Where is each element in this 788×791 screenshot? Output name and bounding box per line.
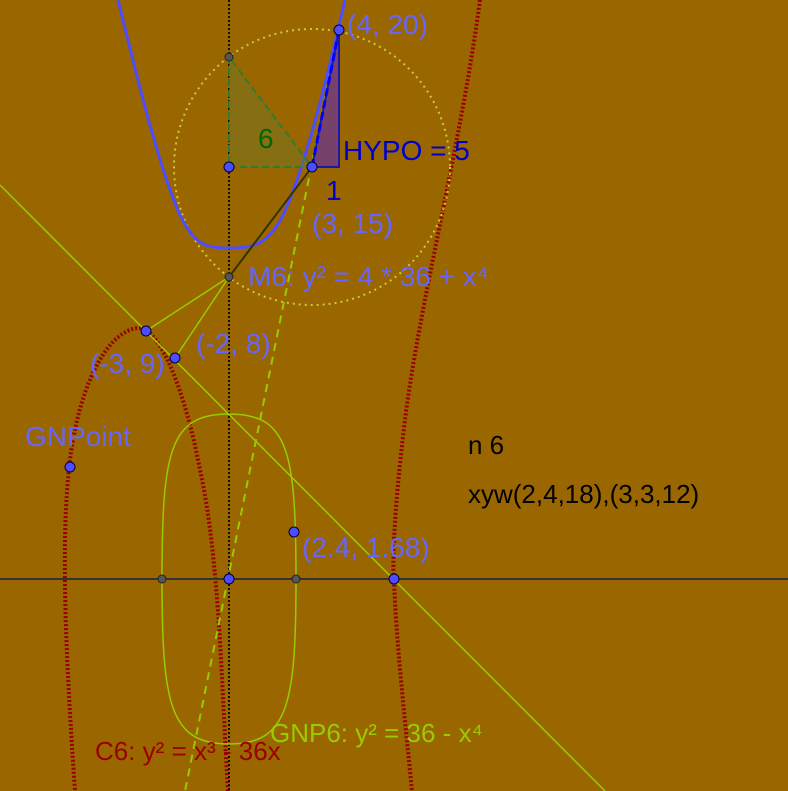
label-pt-m2-8: (-2, 8) (196, 328, 271, 359)
point-x-6[interactable] (388, 573, 400, 585)
label-hypo: HYPO = 5 (343, 135, 470, 166)
point-x-left[interactable] (157, 574, 167, 584)
label-m6: M6: y² = 4 * 36 + x⁴ (248, 261, 489, 292)
blue-triangle (310, 29, 340, 168)
segment-to-m2-8 (174, 276, 230, 359)
c6-curve-left-loop (62, 325, 230, 791)
label-gnpoint: GNPoint (25, 421, 131, 452)
radius-segment (228, 166, 313, 278)
point-triangle-top[interactable] (224, 52, 234, 62)
label-pt-m3-9: (-3, 9) (90, 348, 165, 379)
label-xyw: xyw(2,4,18),(3,3,12) (468, 479, 699, 509)
m6-curve (116, 0, 347, 250)
point-m6-center[interactable] (224, 272, 234, 282)
point-4-20[interactable] (333, 24, 345, 36)
diagonal-line (0, 184, 606, 791)
point-m3-9[interactable] (140, 325, 152, 337)
green-triangle (228, 54, 315, 168)
label-pt-3-15: (3, 15) (312, 208, 393, 239)
point-origin[interactable] (223, 573, 235, 585)
point-triangle-base[interactable] (223, 161, 235, 173)
label-pt-2-4-1-68: (2.4, 1.68) (302, 532, 430, 563)
point-2-4-1-68[interactable] (288, 526, 300, 538)
dashed-green-line (184, 0, 346, 791)
point-gnpoint[interactable] (64, 461, 76, 473)
label-gnp6: GNP6: y² = 36 - x⁴ (270, 718, 483, 748)
label-c6: C6: y² = x³ - 36x (95, 736, 281, 766)
dotted-circle (173, 28, 451, 306)
point-3-15[interactable] (306, 161, 318, 173)
label-leg-6: 6 (258, 123, 274, 154)
label-pt-4-20: (4, 20) (347, 9, 428, 40)
label-leg-1: 1 (326, 175, 342, 206)
label-n6: n 6 (468, 430, 504, 460)
point-x-right[interactable] (291, 574, 301, 584)
gnp6-curve (161, 413, 297, 745)
segment-to-m3-9 (145, 276, 230, 332)
point-m2-8[interactable] (169, 352, 181, 364)
